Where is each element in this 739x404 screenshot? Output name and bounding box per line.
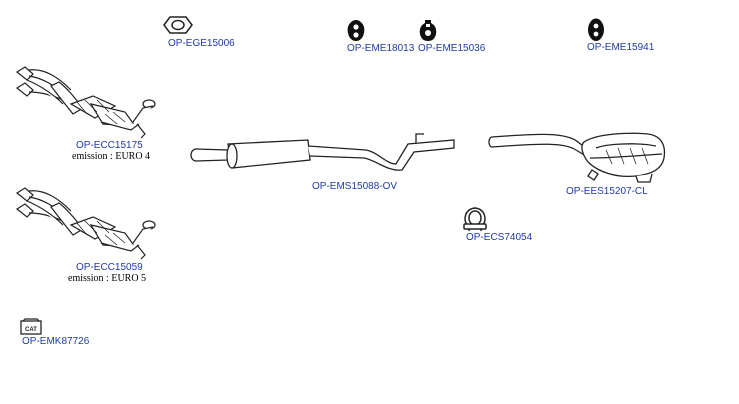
rubber-mount-icon[interactable]: [586, 18, 606, 42]
part-code-mount-1[interactable]: OP-EME18013: [347, 43, 415, 54]
part-code-mount-3[interactable]: OP-EME15941: [587, 42, 655, 53]
part-code-clamp[interactable]: OP-ECS74054: [466, 232, 533, 243]
emission-note-manifold-1: emission : EURO 4: [72, 151, 151, 162]
rubber-mount-icon[interactable]: [418, 19, 438, 43]
clamp-icon[interactable]: [461, 205, 489, 231]
part-code-middle-silencer[interactable]: OP-EMS15088-OV: [312, 181, 398, 192]
cat-kit-icon-label: CAT: [25, 327, 37, 333]
emission-note-manifold-2: emission : EURO 5: [68, 273, 147, 284]
exhaust-manifold-catalyst-icon[interactable]: [13, 185, 161, 261]
exhaust-manifold-catalyst-icon[interactable]: [13, 64, 161, 140]
part-code-kit[interactable]: OP-EMK87726: [22, 336, 90, 347]
part-code-manifold-1[interactable]: OP-ECC15175: [76, 140, 143, 151]
rubber-mount-icon[interactable]: [345, 19, 367, 43]
part-code-mount-2[interactable]: OP-EME15036: [418, 43, 486, 54]
part-code-manifold-2[interactable]: OP-ECC15059: [76, 262, 143, 273]
part-code-gasket[interactable]: OP-EGE15006: [168, 38, 235, 49]
part-code-rear-silencer[interactable]: OP-EES15207-CL: [566, 186, 648, 197]
cat-kit-icon[interactable]: CAT: [20, 318, 42, 335]
rear-silencer-icon[interactable]: [486, 124, 668, 188]
gasket-icon[interactable]: [160, 14, 196, 36]
middle-silencer-icon[interactable]: [188, 130, 458, 180]
